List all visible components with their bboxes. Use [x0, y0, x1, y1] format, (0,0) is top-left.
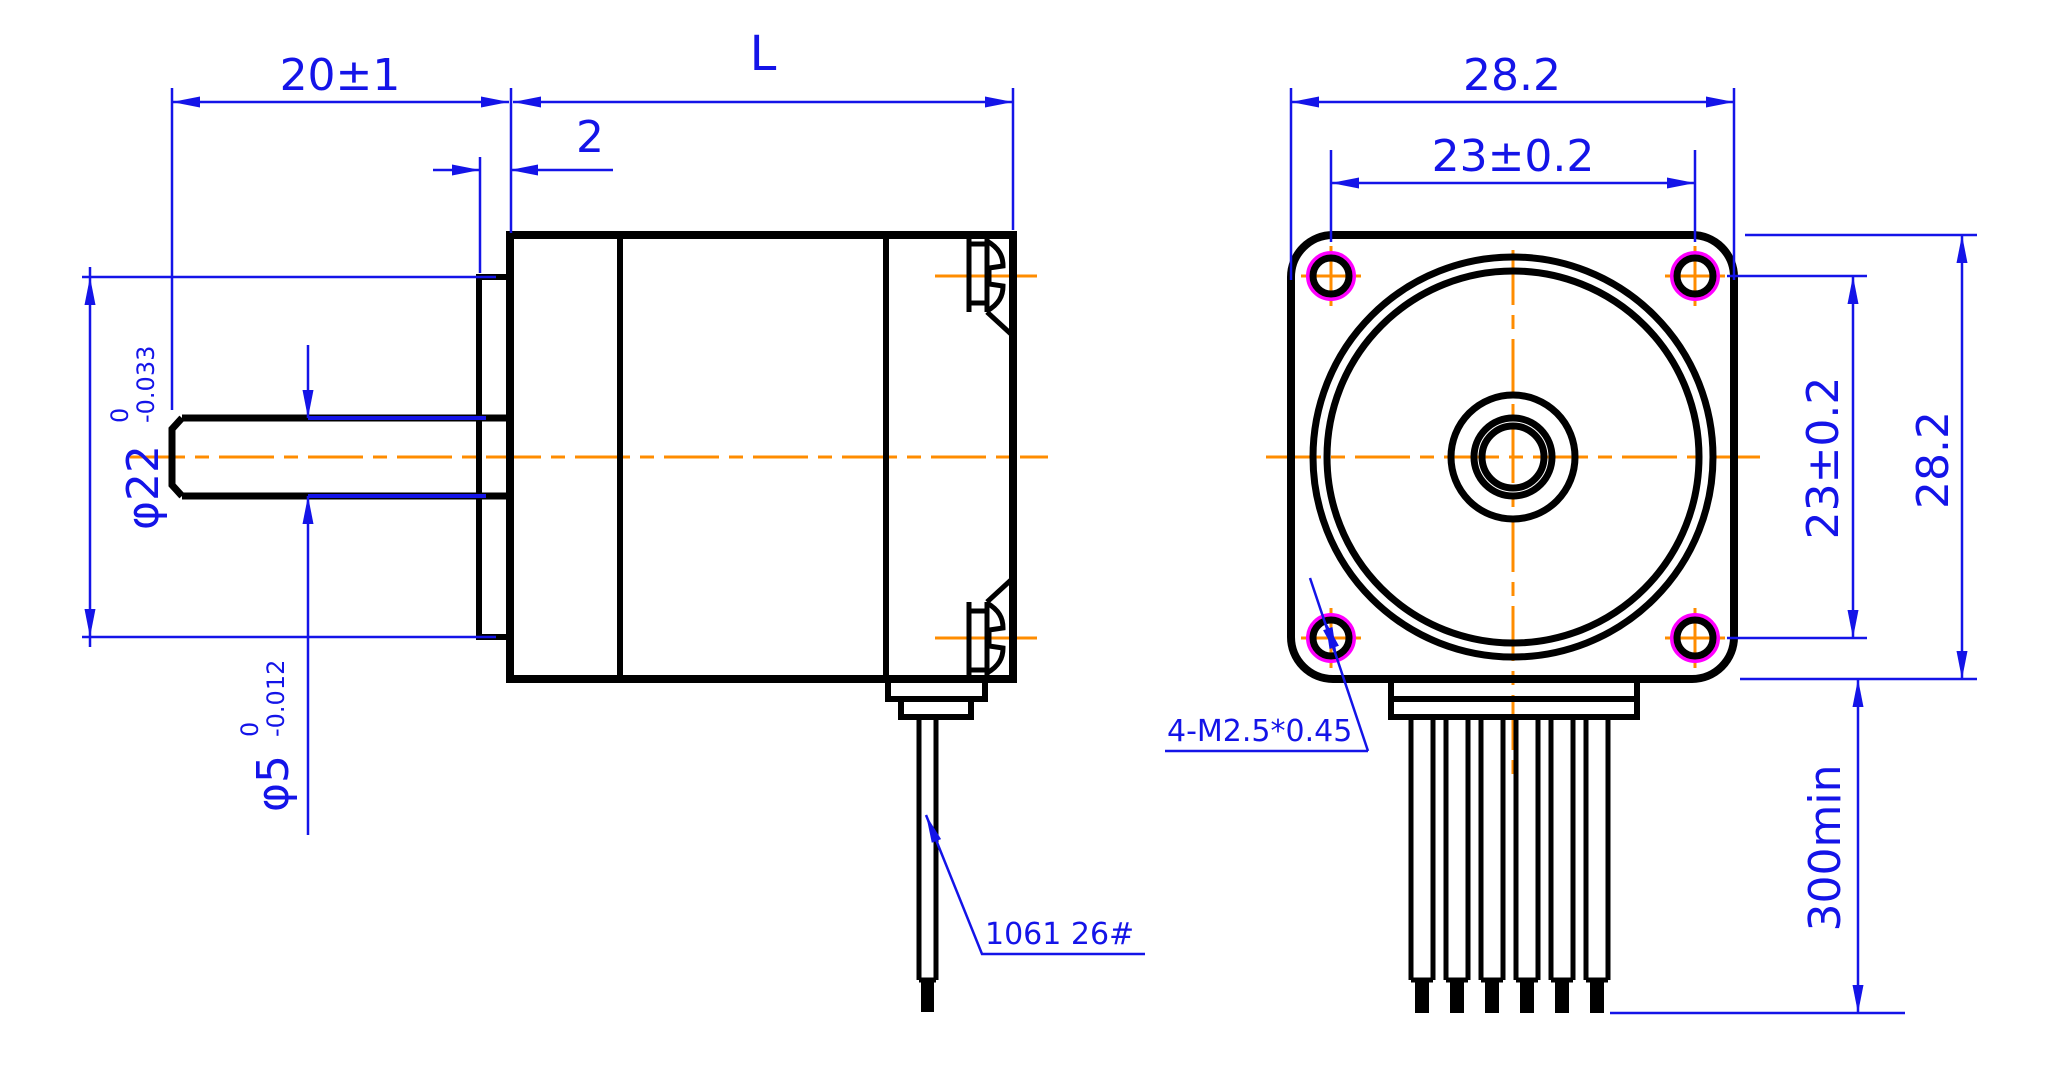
dim-pilot-diameter-text: φ22 0 -0.033: [106, 346, 169, 530]
leader-mounting-holes: 4-M2.5*0.45: [1165, 577, 1370, 753]
arrowhead: [1956, 235, 1968, 263]
arrowhead: [1667, 177, 1695, 189]
dim-shaft-diameter-text: φ5 0 -0.012: [236, 660, 299, 812]
dim-width-text: 28.2: [1463, 50, 1561, 101]
dim-body-length-lines: [509, 88, 1015, 233]
arrowhead: [1706, 96, 1734, 108]
dim-pilot-depth-text: 2: [576, 112, 604, 163]
wire-tip: [1485, 980, 1499, 1013]
dim-lead-length-lines: [1610, 679, 1905, 1015]
dim-height-right: 28.2: [1740, 233, 1977, 681]
body-circle-outer: [1309, 253, 1717, 661]
arrowhead: [1331, 177, 1359, 189]
dim-hole-spacing-top: 23±0.2: [1329, 131, 1697, 242]
bearing-boss-circle: [1447, 391, 1579, 523]
dim-lead-length-text: 300min: [1800, 765, 1851, 932]
mounting-holes: [1306, 251, 1720, 663]
leader-lead-wire-lines: [924, 814, 1145, 956]
arrowhead: [1956, 651, 1968, 679]
dim-body-length: L: [509, 26, 1015, 233]
arrowhead: [1852, 679, 1864, 707]
leader-mounting-holes-lines: [1165, 577, 1370, 753]
arrowhead: [452, 164, 480, 176]
arrowhead: [1852, 985, 1864, 1013]
dim-hole-spacing-right-lines: [1727, 274, 1867, 640]
arrowhead: [513, 96, 541, 108]
wire-tip: [1415, 980, 1429, 1013]
dim-shaft-diameter: φ5 0 -0.012: [236, 345, 486, 835]
dim-shaft-dia-lower-tol: -0.012: [262, 660, 290, 737]
rear-mounting-tab-bottom: [966, 578, 1013, 679]
dim-pilot-depth: 2: [433, 112, 613, 273]
arrowhead: [985, 96, 1013, 108]
dim-shaft-dia-upper-tol: 0: [236, 722, 264, 737]
housing-joint-lines: [617, 235, 889, 679]
front-centerlines: [1266, 250, 1760, 775]
dim-hole-spacing-right: 23±0.2: [1727, 274, 1867, 640]
front-lead-wire-tips: [1415, 980, 1604, 1013]
arrowhead: [1291, 96, 1319, 108]
dim-hole-spacing-v-text: 23±0.2: [1798, 377, 1849, 540]
side-view: 20±1 L 2 φ22 0 -0.033: [82, 26, 1145, 1012]
dim-width-top: 28.2: [1289, 50, 1736, 280]
arrowhead: [84, 277, 96, 305]
side-lead-wire: [916, 717, 939, 983]
dim-pilot-dia-upper-tol: 0: [106, 408, 134, 423]
dim-hole-spacing-h-text: 23±0.2: [1432, 131, 1595, 182]
mounting-hole: [1309, 616, 1353, 660]
dim-pilot-diameter-lines: [82, 267, 496, 647]
dim-pilot-dia-lower-tol: -0.033: [132, 346, 160, 423]
front-view: 28.2 23±0.2 23±0.2 28.2 300m: [1165, 50, 1977, 1015]
dim-lead-length: 300min: [1610, 679, 1905, 1015]
shaft-extension-overlays: [308, 416, 486, 498]
hole-highlight: [1306, 613, 1356, 663]
arrowhead: [302, 390, 314, 418]
mounting-hole: [1673, 254, 1717, 298]
side-lead-wire-tip: [921, 980, 934, 1012]
shaft-circle: [1470, 414, 1556, 500]
arrowhead: [302, 496, 314, 524]
mounting-hole-note-text: 4-M2.5*0.45: [1167, 714, 1352, 749]
wire-tip: [1450, 980, 1464, 1013]
arrowhead: [1323, 627, 1337, 656]
arrowhead: [1847, 610, 1859, 638]
hole-highlight: [1306, 251, 1356, 301]
arrowhead: [172, 96, 200, 108]
arrowhead: [926, 815, 942, 843]
arrowhead: [510, 164, 538, 176]
dim-shaft-length-lines: [170, 88, 509, 410]
wire-tip: [1520, 980, 1534, 1013]
front-flange-outline: [1287, 231, 1738, 683]
hole-highlight: [1670, 613, 1720, 663]
shaft-chamfer-circle: [1478, 422, 1548, 492]
lead-wire-note-text: 1061 26#: [985, 917, 1134, 952]
dim-pilot-diameter: φ22 0 -0.033: [82, 267, 496, 647]
side-lead-connector: [885, 679, 988, 720]
wire-tip: [1555, 980, 1569, 1013]
rear-mounting-tab-top: [966, 235, 1013, 336]
dim-width-top-lines: [1289, 88, 1736, 280]
dim-shaft-length-text: 20±1: [280, 50, 401, 101]
dim-hole-spacing-top-lines: [1329, 150, 1697, 242]
dim-pilot-depth-lines: [433, 157, 613, 273]
hole-highlight: [1670, 251, 1720, 301]
mounting-hole: [1673, 616, 1717, 660]
mounting-hole: [1309, 254, 1353, 298]
leader-lead-wire: 1061 26#: [924, 814, 1145, 956]
arrowhead: [1847, 276, 1859, 304]
dim-pilot-dia-main: φ22: [118, 445, 169, 530]
arrowhead: [84, 609, 96, 637]
dim-height-text: 28.2: [1908, 411, 1959, 509]
front-lead-wires: [1408, 717, 1611, 983]
dim-shaft-length: 20±1: [170, 50, 509, 410]
dim-body-length-text: L: [750, 26, 777, 82]
motor-body-outline: [506, 231, 1017, 683]
body-circle-inner: [1323, 267, 1703, 647]
dim-shaft-dia-main: φ5: [248, 755, 299, 812]
wire-tip: [1590, 980, 1604, 1013]
arrowhead: [481, 96, 509, 108]
